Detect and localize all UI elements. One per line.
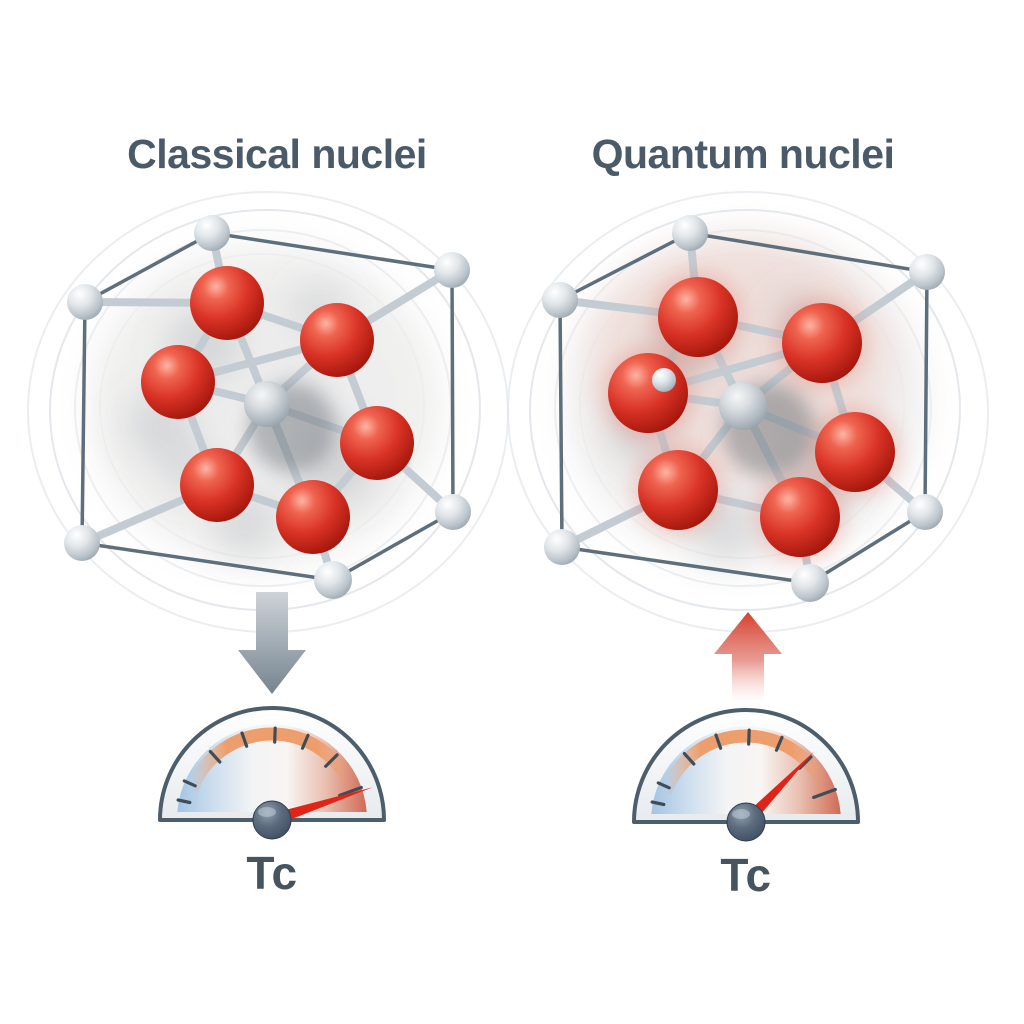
left-gauge-label: Tc xyxy=(246,847,298,899)
right-panel-title: Quantum nuclei xyxy=(591,131,895,177)
right-gauge-hot-band xyxy=(659,729,833,795)
right-proton-atom xyxy=(652,368,676,392)
left-arrow-down-icon xyxy=(238,592,306,694)
right-gauge-hub xyxy=(726,802,766,842)
right-lattice xyxy=(507,190,989,634)
right-center-atom xyxy=(719,382,767,430)
left-lattice xyxy=(27,190,509,634)
left-corner-atoms xyxy=(64,215,471,599)
left-gauge-hub xyxy=(252,800,292,840)
left-gauge-hub-highlight xyxy=(258,807,276,817)
left-panel-title: Classical nuclei xyxy=(127,131,427,177)
right-gauge-ticks xyxy=(650,728,837,807)
left-gauge xyxy=(158,706,386,840)
right-gauge-hub-highlight xyxy=(732,809,750,819)
right-red-atoms xyxy=(608,277,895,557)
left-gauge-hot-band xyxy=(185,727,359,793)
left-cell-frame xyxy=(80,231,455,582)
right-corner-atoms xyxy=(542,215,945,602)
right-gauge xyxy=(632,708,860,842)
left-red-atoms xyxy=(141,266,414,554)
left-gauge-ticks xyxy=(176,726,363,805)
right-cell-frame xyxy=(558,231,929,585)
right-gauge-label: Tc xyxy=(720,849,772,901)
left-center-atom xyxy=(244,381,290,427)
right-arrow-up-icon xyxy=(714,612,782,700)
